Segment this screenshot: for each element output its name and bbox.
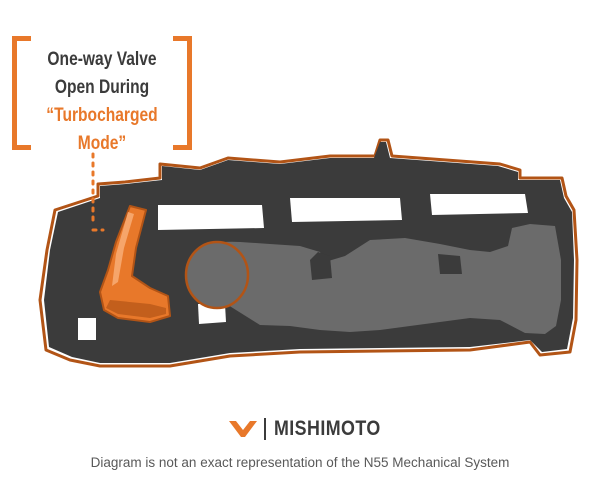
callout-line-3: “Turbocharged Mode”: [46, 105, 158, 154]
valve-callout: One-way Valve Open During “Turbocharged …: [12, 36, 192, 154]
window-2: [290, 198, 402, 222]
inner-chamber: [193, 224, 561, 334]
brand-logo: MISHIMOTO: [228, 416, 399, 442]
disclaimer-text: Diagram is not an exact representation o…: [90, 455, 510, 470]
window-3: [430, 194, 528, 215]
callout-line-2: Open During: [54, 77, 150, 98]
one-way-valve: [99, 205, 171, 323]
mishimoto-chevron-logo-icon: [229, 421, 257, 437]
valve-shadow: [106, 300, 166, 318]
callout-line-1: One-way Valve: [47, 49, 157, 70]
valve-highlight: [112, 212, 134, 286]
throttle-body-cylinder: [184, 240, 250, 310]
callout-bracket-left: [12, 36, 31, 150]
chamber-bump-2: [438, 254, 462, 274]
manifold-outline: [38, 138, 579, 368]
window-1: [158, 205, 264, 230]
brand-name: MISHIMOTO: [274, 417, 381, 440]
bottom-cutout-4: [78, 318, 96, 340]
chamber-bump-1: [310, 252, 332, 280]
callout-text: One-way Valve Open During “Turbocharged …: [28, 46, 176, 158]
brand-separator: [264, 418, 266, 440]
callout-bracket-right: [173, 36, 192, 150]
